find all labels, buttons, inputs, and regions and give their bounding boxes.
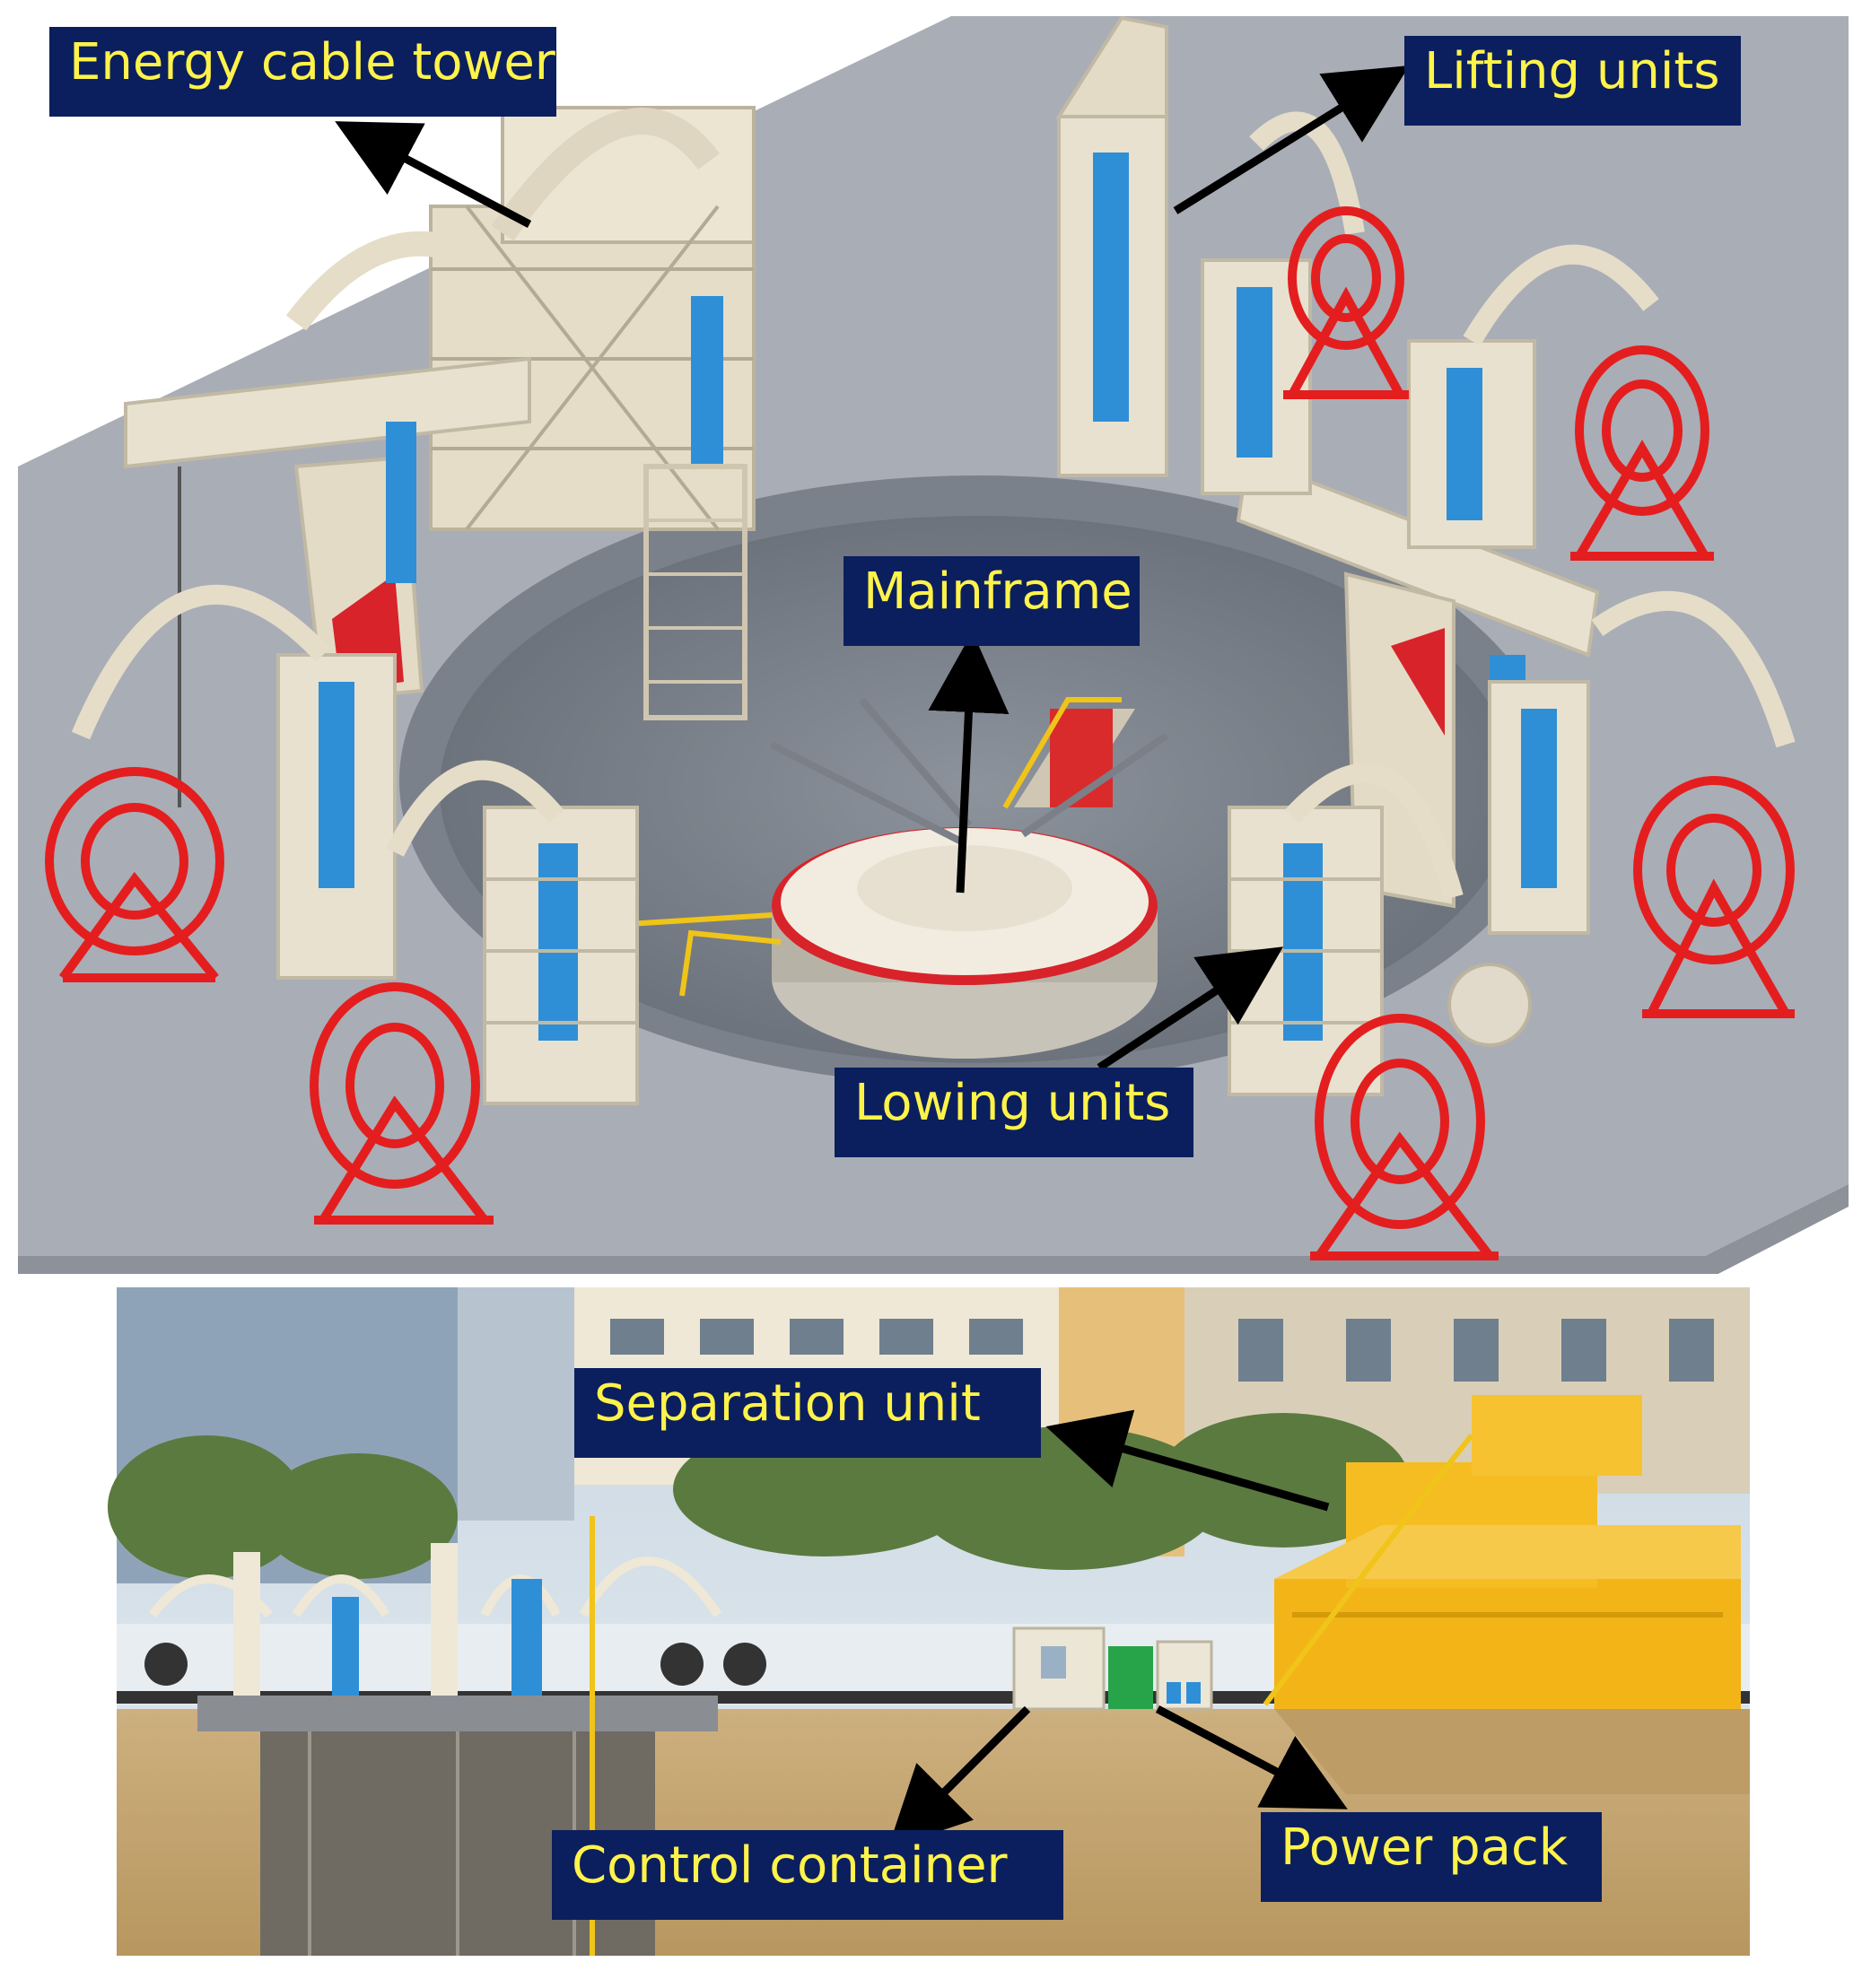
reel-right: [1570, 345, 1714, 561]
reel-front-left: [310, 982, 494, 1225]
separation-unit-plant: [1263, 1395, 1741, 1709]
tower-front-right: [1228, 806, 1384, 1096]
label-separation-unit: Separation unit: [574, 1368, 1041, 1458]
arrow-control-container: [887, 1705, 1031, 1849]
label-power-pack: Power pack: [1261, 1812, 1602, 1902]
center-lifting-column: [1055, 15, 1168, 477]
label-lifting-units: Lifting units: [1404, 36, 1741, 126]
arrow-lifting-units: [1173, 65, 1410, 214]
embankment: [1274, 1709, 1750, 1794]
label-lowing-units: Lowing units: [835, 1068, 1193, 1157]
arrow-power-pack: [1155, 1705, 1348, 1809]
site-machinery: [144, 1516, 766, 1956]
unit-towers: [276, 258, 1590, 1105]
reel-left: [45, 767, 224, 982]
reel-far-right: [1633, 776, 1795, 1018]
label-control-container: Control container: [552, 1830, 1063, 1920]
tower-left: [276, 653, 397, 980]
radial-beams: [770, 697, 1169, 847]
shaft-deck: [197, 1696, 718, 1731]
control-container-box: [1012, 1626, 1106, 1711]
panel-divider: [0, 1274, 1862, 1286]
trees: [108, 1413, 1409, 1579]
arrow-energy-cable-tower: [335, 121, 532, 228]
mainframe-assembly: [625, 697, 1158, 1059]
label-mainframe: Mainframe: [844, 556, 1140, 646]
reel-back-right: [1283, 206, 1409, 399]
callout-arrows: [335, 65, 1410, 1849]
platform-edge: [18, 1184, 1849, 1278]
arrow-mainframe: [928, 632, 1010, 894]
tower-mid-right: [1407, 339, 1536, 549]
arrow-separation-unit: [1045, 1409, 1330, 1512]
power-pack-box: [1108, 1640, 1213, 1711]
cable-arches: [71, 111, 1796, 900]
tower-front-left: [483, 806, 639, 1105]
arrow-lowing-units: [1097, 946, 1284, 1071]
reel-front-right: [1310, 1014, 1499, 1260]
top-panel: [18, 15, 1849, 1278]
label-energy-cable-tower: Energy cable tower: [49, 27, 556, 117]
cable-reels: [45, 206, 1795, 1260]
tower-far-right: [1488, 680, 1590, 935]
